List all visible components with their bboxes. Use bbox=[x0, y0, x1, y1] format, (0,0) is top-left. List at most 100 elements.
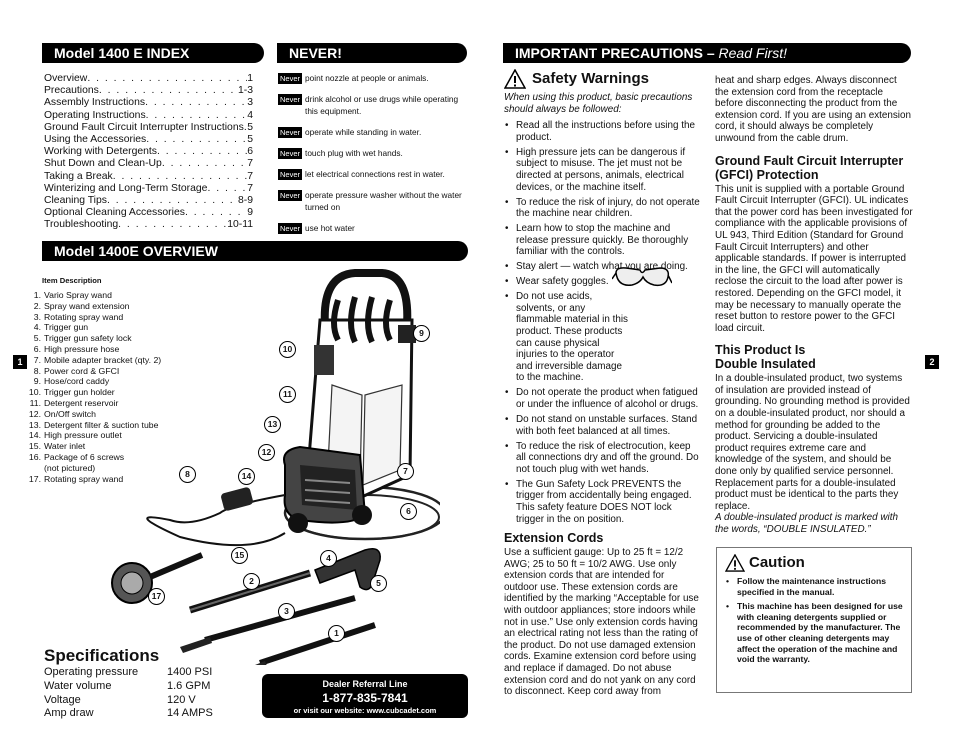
overview-item: 10.Trigger gun holder bbox=[24, 387, 224, 398]
item-number: 7. bbox=[33, 354, 41, 365]
spec-value: 1.6 GPM bbox=[167, 679, 211, 692]
index-entry: Optional Cleaning Accessories9 bbox=[44, 207, 253, 219]
overview-item: 6.High pressure hose bbox=[24, 344, 224, 355]
overview-header: Model 1400E OVERVIEW bbox=[42, 241, 468, 261]
specifications-title: Specifications bbox=[44, 646, 160, 665]
safety-bullet: The Gun Safety Lock PREVENTS the trigger… bbox=[504, 479, 700, 525]
safety-warnings-title: Safety Warnings bbox=[532, 70, 649, 87]
item-description: Hose/cord caddy bbox=[44, 376, 110, 387]
callout-1: 1 bbox=[328, 625, 345, 642]
safety-bullet-list: Read all the instructions before using t… bbox=[504, 120, 700, 525]
precautions-column-2: heat and sharp edges. Always disconnect … bbox=[715, 75, 913, 536]
never-item-text: touch plug with wet hands. bbox=[305, 148, 403, 158]
index-entry: Winterizing and Long-Term Storage 7 bbox=[44, 183, 253, 195]
spec-value: 1400 PSI bbox=[167, 666, 213, 678]
index-leader-dots bbox=[113, 171, 247, 183]
never-item-text: point nozzle at people or animals. bbox=[305, 73, 429, 83]
callout-2: 2 bbox=[243, 573, 260, 590]
dealer-title: Dealer Referral Line bbox=[322, 679, 408, 689]
index-entry-page: 7 bbox=[247, 158, 253, 170]
item-number: 12. bbox=[28, 408, 41, 419]
callout-3: 3 bbox=[278, 603, 295, 620]
overview-item: 16.Package of 6 screws bbox=[24, 452, 224, 463]
item-description: Rotating spray wand bbox=[44, 473, 124, 484]
index-entry-title: Precautions bbox=[44, 85, 99, 97]
extension-cords-continued: heat and sharp edges. Always disconnect … bbox=[715, 75, 911, 144]
callout-5: 5 bbox=[370, 575, 387, 592]
index-entry: Ground Fault Circuit Interrupter Instruc… bbox=[44, 122, 253, 134]
index-entry-title: Cleaning Tips bbox=[44, 195, 107, 207]
index-entry: Operating Instructions4 bbox=[44, 110, 253, 122]
callout-12: 12 bbox=[258, 444, 275, 461]
index-entry: Using the Accessories5 bbox=[44, 134, 253, 146]
extension-cords-title: Extension Cords bbox=[504, 531, 604, 546]
index-entry: Troubleshooting10-11 bbox=[44, 219, 253, 231]
dealer-website: or visit our website: www.cubcadet.com bbox=[293, 706, 437, 715]
caution-box: Caution Follow the maintenance instructi… bbox=[716, 547, 912, 693]
index-entry-page: 7 bbox=[247, 182, 253, 194]
callout-7: 7 bbox=[397, 463, 414, 480]
never-item-text: let electrical connections rest in water… bbox=[305, 169, 445, 179]
never-tag: Never bbox=[278, 127, 303, 138]
overview-item: 5.Trigger gun safety lock bbox=[24, 333, 224, 344]
item-description: Power cord & GFCI bbox=[44, 365, 120, 376]
index-entry-title: Working with Detergents bbox=[44, 146, 157, 158]
item-number: 17. bbox=[28, 473, 41, 484]
index-entry-title: Winterizing and Long-Term Storage bbox=[44, 182, 208, 194]
index-entry-title: Optional Cleaning Accessories bbox=[44, 207, 185, 219]
callout-9: 9 bbox=[413, 325, 430, 342]
index-entry-page: 7 bbox=[247, 170, 253, 182]
overview-item: 3.Rotating spray wand bbox=[24, 312, 224, 323]
item-description: Trigger gun safety lock bbox=[44, 333, 132, 344]
callout-10: 10 bbox=[279, 341, 296, 358]
never-tag: Never bbox=[278, 73, 303, 84]
overview-item: 13.Detergent filter & suction tube bbox=[24, 420, 224, 431]
safety-bullet: To reduce the risk of electrocution, kee… bbox=[504, 441, 700, 476]
safety-bullet: High pressure jets can be dangerous if s… bbox=[504, 147, 700, 193]
overview-item: 17.Rotating spray wand bbox=[24, 474, 224, 485]
item-description: Detergent reservoir bbox=[44, 397, 119, 408]
item-description: Spray wand extension bbox=[44, 300, 130, 311]
index-entry-title: Troubleshooting bbox=[44, 219, 119, 231]
callout-6: 6 bbox=[400, 503, 417, 520]
never-item-text: drink alcohol or use drugs while operati… bbox=[305, 94, 459, 116]
never-header: NEVER! bbox=[277, 43, 467, 63]
safety-bullet: To reduce the risk of injury, do not ope… bbox=[504, 197, 700, 220]
caution-title: Caution bbox=[749, 554, 805, 571]
item-description: High pressure hose bbox=[44, 343, 120, 354]
index-leader-dots bbox=[157, 146, 247, 158]
safety-bullet: Do not use acids, solvents, or any flamm… bbox=[504, 291, 700, 384]
callout-14: 14 bbox=[238, 468, 255, 485]
index-entry-page: 3 bbox=[247, 97, 253, 109]
never-tag: Never bbox=[278, 190, 303, 201]
index-entry-page: 4 bbox=[247, 109, 253, 121]
warning-icon bbox=[504, 69, 526, 89]
caution-bullet: Follow the maintenance instructions spec… bbox=[725, 576, 903, 597]
double-insulated-text: In a double-insulated product, two syste… bbox=[715, 373, 910, 512]
item-description: High pressure outlet bbox=[44, 430, 122, 441]
callout-11: 11 bbox=[279, 386, 296, 403]
index-entry-page: 5 bbox=[247, 134, 253, 146]
item-number: 15. bbox=[28, 441, 41, 452]
never-item-text: operate pressure washer without the wate… bbox=[305, 190, 462, 212]
never-tag: Never bbox=[278, 94, 303, 105]
safety-bullet: Do not operate the product when fatigued… bbox=[504, 387, 700, 410]
safety-bullet: Do not stand on unstable surfaces. Stand… bbox=[504, 414, 700, 437]
index-entry: Shut Down and Clean-Up7 bbox=[44, 158, 253, 170]
overview-item: 8.Power cord & GFCI bbox=[24, 366, 224, 377]
spec-value: 14 AMPS bbox=[167, 707, 213, 720]
item-number: 14. bbox=[28, 430, 41, 441]
safety-intro: When using this product, basic precautio… bbox=[504, 92, 693, 115]
overview-item: 1.Vario Spray wand bbox=[24, 290, 224, 301]
overview-item: 2.Spray wand extension bbox=[24, 301, 224, 312]
page-number-right: 2 bbox=[925, 355, 939, 369]
